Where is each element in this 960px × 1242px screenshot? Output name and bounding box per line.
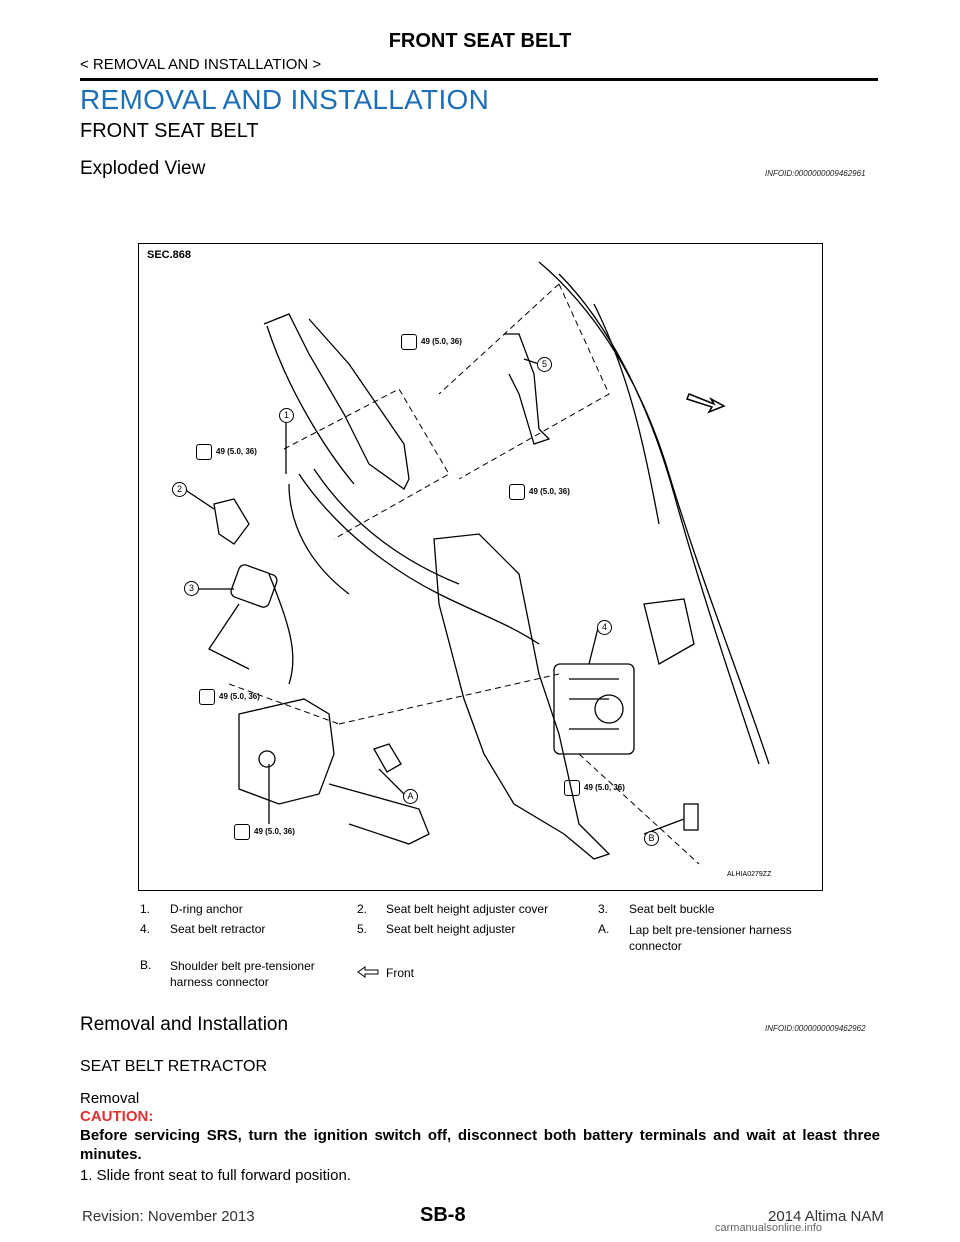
torque-label-3: 49 (5.0, 36) xyxy=(199,689,260,705)
exploded-view-heading: Exploded View xyxy=(80,158,206,179)
footer-page-number: SB-8 xyxy=(420,1204,466,1226)
callout-2: 2 xyxy=(172,482,187,497)
figure-section-number: SEC.868 xyxy=(147,249,192,261)
torque-wrench-icon xyxy=(234,824,250,840)
caution-label: CAUTION: xyxy=(80,1108,154,1125)
callout-4: 4 xyxy=(597,620,612,635)
page-header-title: FRONT SEAT BELT xyxy=(388,30,572,52)
torque-label-5a: 49 (5.0, 36) xyxy=(401,334,462,350)
callout-3: 3 xyxy=(184,581,199,596)
retractor-subheading: SEAT BELT RETRACTOR xyxy=(80,1058,268,1075)
legend-text: Lap belt pre-tensioner harness connector xyxy=(629,923,792,953)
legend-text: Seat belt height adjuster cover xyxy=(386,902,549,916)
removal-heading: Removal and Installation xyxy=(80,1014,289,1035)
breadcrumb: < REMOVAL AND INSTALLATION > xyxy=(80,56,322,73)
torque-wrench-icon xyxy=(199,689,215,705)
callout-5: 5 xyxy=(537,357,552,372)
legend-text: Seat belt retractor xyxy=(170,922,266,936)
figure-code: ALHIA0279ZZ xyxy=(727,871,772,878)
section-title: REMOVAL AND INSTALLATION xyxy=(80,84,490,115)
torque-wrench-icon xyxy=(564,780,580,796)
exploded-view-figure: SEC.868 ALHIA0279ZZ 49 (5.0, 36) 49 (5.0… xyxy=(138,243,823,891)
legend-row: 4. Seat belt retractor 5. Seat belt heig… xyxy=(138,922,828,958)
torque-wrench-icon xyxy=(401,334,417,350)
legend-num: 5. xyxy=(357,922,368,936)
torque-label-1: 49 (5.0, 36) xyxy=(196,444,257,460)
exploded-view-infoid: INFOID:0000000009462961 xyxy=(765,169,866,178)
torque-label-4: 49 (5.0, 36) xyxy=(564,780,625,796)
legend-num: 4. xyxy=(140,922,151,936)
front-arrow-icon xyxy=(686,393,726,414)
legend-num: A. xyxy=(598,922,610,936)
callout-A: A xyxy=(403,789,418,804)
legend-row: B. Shoulder belt pre-tensioner harness c… xyxy=(138,958,828,994)
callout-1: 1 xyxy=(279,408,294,423)
legend-text: Seat belt height adjuster xyxy=(386,922,516,936)
step-1: 1. Slide front seat to full forward posi… xyxy=(80,1167,351,1184)
legend-text: Seat belt buckle xyxy=(629,902,715,916)
legend-text: Shoulder belt pre-tensioner harness conn… xyxy=(170,959,315,989)
legend-num: B. xyxy=(140,958,152,972)
caution-text: Before servicing SRS, turn the ignition … xyxy=(80,1127,880,1163)
torque-label-5b: 49 (5.0, 36) xyxy=(509,484,570,500)
removal-infoid: INFOID:0000000009462962 xyxy=(765,1024,866,1033)
footer-model: 2014 Altima NAM xyxy=(768,1208,884,1225)
footer-revision: Revision: November 2013 xyxy=(82,1208,255,1225)
seat-belt-illustration xyxy=(183,261,770,865)
legend-num: 3. xyxy=(598,902,609,916)
torque-label-seat: 49 (5.0, 36) xyxy=(234,824,295,840)
legend-text: Front xyxy=(386,966,415,980)
removal-label: Removal xyxy=(80,1090,140,1107)
figure-legend: 1. D-ring anchor 2. Seat belt height adj… xyxy=(138,902,828,994)
subsection-title: FRONT SEAT BELT xyxy=(80,120,259,142)
footer-watermark-url: carmanualsonline.info xyxy=(715,1222,823,1234)
torque-wrench-icon xyxy=(509,484,525,500)
legend-row: 1. D-ring anchor 2. Seat belt height adj… xyxy=(138,902,828,922)
legend-text: D-ring anchor xyxy=(170,902,243,916)
callout-B: B xyxy=(644,831,659,846)
torque-wrench-icon xyxy=(196,444,212,460)
legend-num: 2. xyxy=(357,902,368,916)
legend-num: 1. xyxy=(140,902,151,916)
header-divider xyxy=(80,78,878,81)
front-arrow-icon xyxy=(357,966,379,981)
